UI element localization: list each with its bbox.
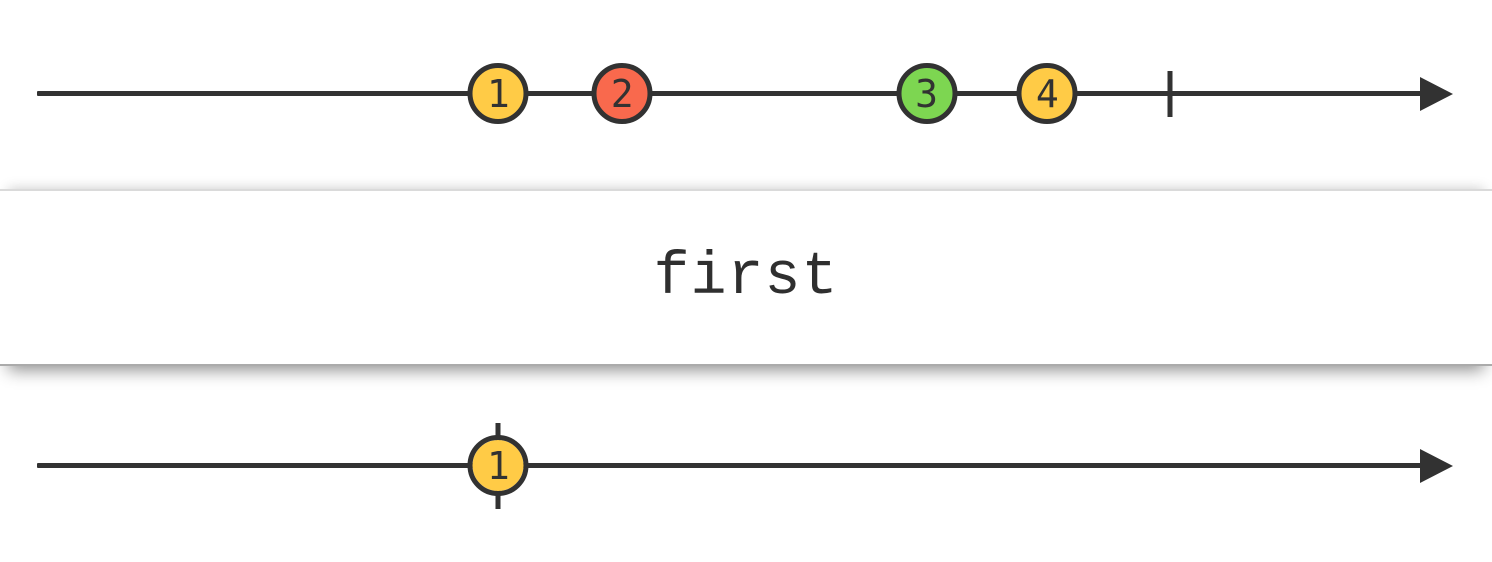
input-marble-1[interactable]: 1	[467, 63, 529, 124]
input-marble-3[interactable]: 3	[896, 63, 958, 124]
input-marble-4[interactable]: 4	[1016, 63, 1078, 124]
output-marble-1: 1	[467, 435, 529, 496]
input-timeline-arrowhead-icon	[1420, 77, 1453, 111]
operator-box: first	[0, 189, 1492, 366]
input-marble-3-label: 3	[915, 71, 938, 116]
output-timeline-arrowhead-icon	[1420, 449, 1453, 483]
output-marble-1-label: 1	[486, 443, 510, 488]
input-complete-tick[interactable]	[1167, 71, 1173, 117]
output-timeline-axis	[37, 463, 1424, 468]
input-marble-2-label: 2	[610, 71, 634, 116]
operator-label: first	[653, 243, 839, 312]
input-stream-diagram: 1 2 3 4	[0, 0, 1492, 189]
input-timeline-axis	[37, 91, 1424, 96]
input-marble-1-label: 1	[486, 71, 510, 116]
input-marble-2[interactable]: 2	[591, 63, 653, 124]
output-stream-diagram: 1	[0, 366, 1492, 562]
input-marble-4-label: 4	[1035, 71, 1059, 116]
